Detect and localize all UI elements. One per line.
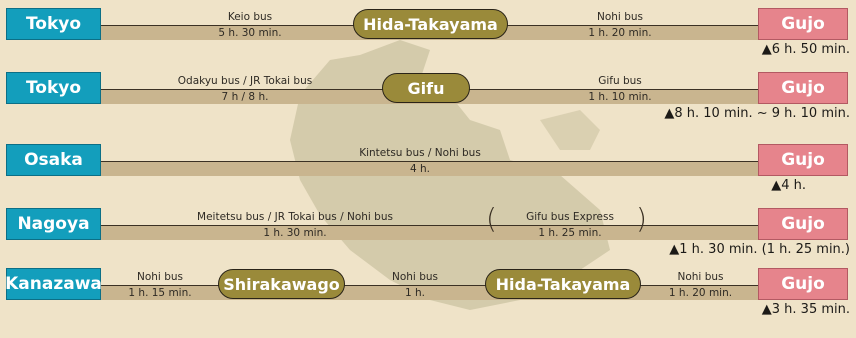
total-travel-time: ▲6 h. 50 min. xyxy=(761,42,850,57)
origin-station[interactable]: Kanazawa xyxy=(5,268,102,300)
destination-station[interactable]: Gujo xyxy=(758,144,848,176)
total-travel-time: ▲4 h. xyxy=(771,178,806,193)
destination-station[interactable]: Gujo xyxy=(758,8,848,40)
origin-station[interactable]: Tokyo xyxy=(6,72,101,104)
origin-station[interactable]: Osaka xyxy=(6,144,101,176)
route-row: Nagoya Meitetsu bus / JR Tokai bus / Noh… xyxy=(0,202,856,278)
segment-time: 4 h. xyxy=(409,163,430,175)
route-row: Tokyo Keio bus 5 h. 30 min. Hida-Takayam… xyxy=(0,8,856,78)
close-parenthesis: ) xyxy=(636,202,647,235)
segment-time: 1 h. 30 min. xyxy=(263,227,327,239)
transfer-node[interactable]: Gifu xyxy=(382,73,470,103)
segment-time: 1 h. 20 min. xyxy=(668,287,733,299)
segment-time: 7 h / 8 h. xyxy=(221,91,269,103)
segment-carrier: Nohi bus xyxy=(677,271,724,283)
destination-station[interactable]: Gujo xyxy=(758,72,848,104)
route-row: Tokyo Odakyu bus / JR Tokai bus 7 h / 8 … xyxy=(0,72,856,142)
origin-station[interactable]: Nagoya xyxy=(6,208,101,240)
total-travel-time: ▲1 h. 30 min. (1 h. 25 min.) xyxy=(669,242,850,257)
destination-station[interactable]: Gujo xyxy=(758,268,848,300)
segment-time: 1 h. 25 min. xyxy=(538,227,602,239)
segment-time: 1 h. xyxy=(404,287,425,299)
transfer-node[interactable]: Hida-Takayama xyxy=(485,269,641,299)
segment-time: 1 h. 20 min. xyxy=(588,27,652,39)
segment-carrier: Odakyu bus / JR Tokai bus xyxy=(177,75,313,87)
segment-carrier: Keio bus xyxy=(227,11,273,23)
destination-station[interactable]: Gujo xyxy=(758,208,848,240)
segment-time: 1 h. 10 min. xyxy=(588,91,652,103)
segment-time: 5 h. 30 min. xyxy=(218,27,282,39)
segment-carrier: Kintetsu bus / Nohi bus xyxy=(359,147,481,159)
segment-carrier: Nohi bus xyxy=(597,11,643,23)
route-track xyxy=(101,225,758,240)
segment-carrier: Nohi bus xyxy=(392,271,438,283)
total-travel-time: ▲3 h. 35 min. xyxy=(761,302,850,317)
segment-carrier: Meitetsu bus / JR Tokai bus / Nohi bus xyxy=(197,211,393,223)
open-parenthesis: ( xyxy=(486,202,497,235)
transfer-node[interactable]: Hida-Takayama xyxy=(353,9,508,39)
segment-carrier: Nohi bus xyxy=(137,271,183,283)
segment-carrier: Gifu bus xyxy=(598,75,642,87)
segment-time: 1 h. 15 min. xyxy=(128,287,192,299)
route-row: Kanazawa Nohi bus 1 h. 15 min. Shirakawa… xyxy=(0,268,856,338)
route-track xyxy=(101,161,758,176)
transfer-node[interactable]: Shirakawago xyxy=(218,269,345,299)
origin-station[interactable]: Tokyo xyxy=(6,8,101,40)
segment-carrier: Gifu bus Express xyxy=(526,211,614,223)
route-row: Osaka Kintetsu bus / Nohi bus 4 h. Gujo … xyxy=(0,144,856,214)
total-travel-time: ▲8 h. 10 min. ~ 9 h. 10 min. xyxy=(664,106,850,121)
